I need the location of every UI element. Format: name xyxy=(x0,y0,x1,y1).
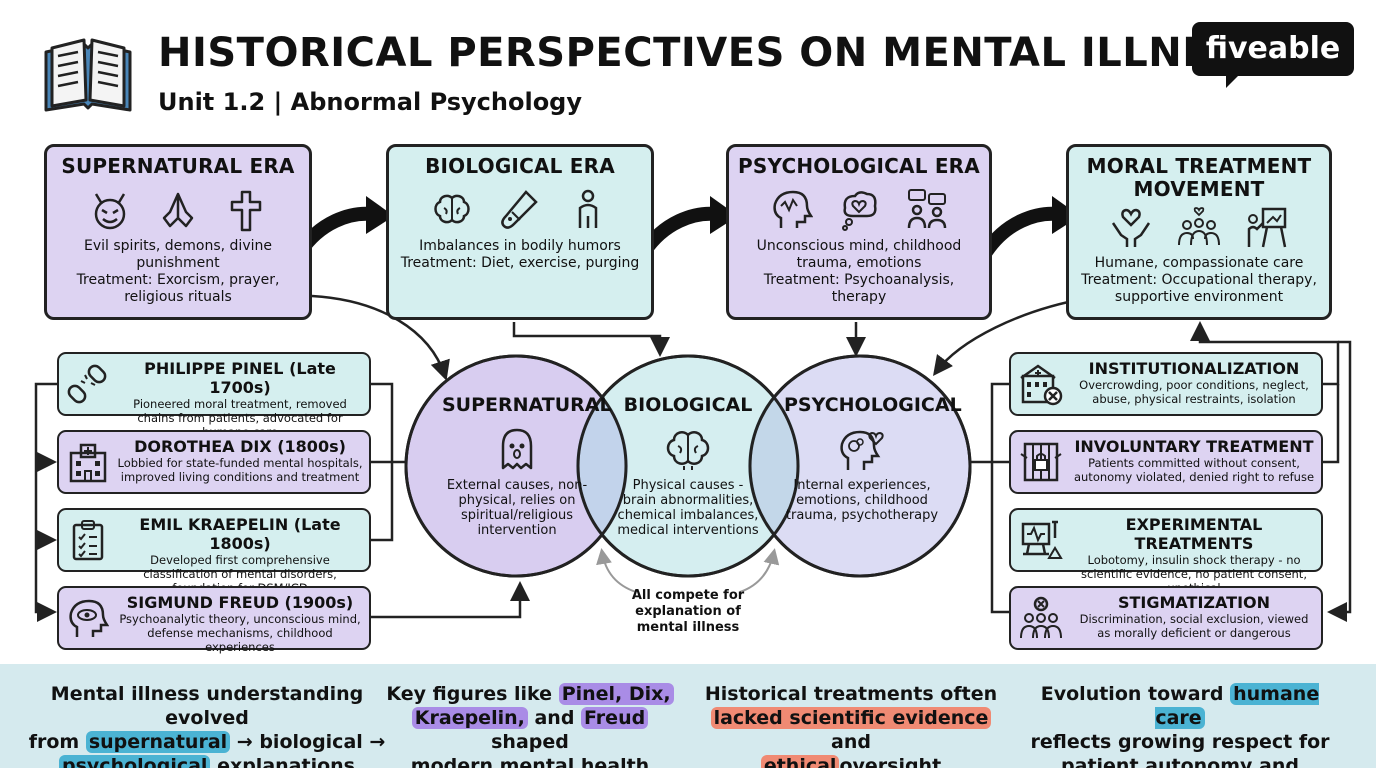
head-mind-icon xyxy=(773,190,813,228)
praying-hands-icon xyxy=(162,192,194,228)
era-supernatural: SUPERNATURAL ERA Evil spirits, demons, d… xyxy=(44,144,312,320)
venn-desc: Physical causes - brain abnormalities, c… xyxy=(617,478,759,538)
figure-name: PHILIPPE PINEL (Late 1700s) xyxy=(144,359,336,397)
venn-psychological: PSYCHOLOGICAL Internal experiences, emot… xyxy=(784,394,962,523)
era-description: Imbalances in bodily humors xyxy=(419,238,621,254)
easel-icon xyxy=(1247,207,1287,248)
highlight-pinel-dix: Pinel, Dix, xyxy=(558,683,674,705)
fiveable-logo[interactable]: fiveable xyxy=(1192,22,1354,76)
venn-biological: BIOLOGICAL Physical causes - brain abnor… xyxy=(614,394,762,538)
logo-tail xyxy=(1226,74,1240,88)
broken-chain-icon xyxy=(67,364,107,404)
venn-title: BIOLOGICAL xyxy=(623,394,753,416)
venn-title: SUPERNATURAL xyxy=(442,394,612,416)
test-tube-icon xyxy=(501,190,538,229)
takeaway-treatments: Historical treatments often lacked scien… xyxy=(696,682,1006,768)
figure-dix: DOROTHEA DIX (1800s) Lobbied for state-f… xyxy=(57,430,371,494)
brain-icon xyxy=(666,431,710,470)
venn-supernatural: SUPERNATURAL External causes, non-physic… xyxy=(442,394,612,538)
hospital-icon xyxy=(69,443,107,483)
era-treatment: Treatment: Diet, exercise, purging xyxy=(400,255,640,271)
head-eye-icon xyxy=(69,599,109,637)
head-heart-icon xyxy=(840,430,884,470)
devil-icon xyxy=(94,193,126,230)
highlight-supernatural: supernatural xyxy=(85,731,231,753)
figure-name: EMIL KRAEPELIN (Late 1800s) xyxy=(139,515,341,553)
era-title: PSYCHOLOGICAL ERA xyxy=(738,154,980,178)
excluded-people-icon xyxy=(1020,596,1062,639)
takeaway-band xyxy=(0,664,1376,768)
issue-title: INSTITUTIONALIZATION xyxy=(1088,359,1300,378)
asylum-icon xyxy=(1020,364,1063,406)
hands-heart-icon xyxy=(1111,208,1151,247)
figure-name: SIGMUND FREUD (1900s) xyxy=(126,593,354,612)
highlight-psychological: psychological xyxy=(59,755,211,768)
issue-involuntary-treatment: INVOLUNTARY TREATMENT Patients committed… xyxy=(1009,430,1323,494)
era-arrow-3 xyxy=(979,206,1065,259)
venn-title: PSYCHOLOGICAL xyxy=(784,394,962,416)
era-title: SUPERNATURAL ERA xyxy=(61,154,295,178)
venn-desc: External causes, non-physical, relies on… xyxy=(446,478,588,538)
thought-heart-icon xyxy=(842,191,877,231)
page-subtitle: Unit 1.2 | Abnormal Psychology xyxy=(158,88,583,116)
takeaway-evolution: Mental illness understanding evolved fro… xyxy=(24,682,390,768)
open-book-icon xyxy=(44,38,132,112)
era-description: Humane, compassionate care xyxy=(1094,255,1304,271)
era-treatment: Treatment: Exorcism, prayer, religious r… xyxy=(76,272,280,305)
figure-desc: Pioneered moral treatment, removed chain… xyxy=(133,397,347,439)
venn-desc: Internal experiences, emotions, childhoo… xyxy=(785,478,939,523)
page-title: HISTORICAL PERSPECTIVES ON MENTAL ILLNES… xyxy=(158,30,1267,76)
era-psychological: PSYCHOLOGICAL ERA Unconscious mind, chil… xyxy=(726,144,992,320)
group-care-icon xyxy=(1178,207,1220,246)
figure-pinel: PHILIPPE PINEL (Late 1700s) Pioneered mo… xyxy=(57,352,371,439)
locked-door-icon xyxy=(1020,442,1062,482)
era-arrow-2 xyxy=(637,206,723,259)
figure-desc: Psychoanalytic theory, unconscious mind,… xyxy=(119,612,361,654)
person-icon xyxy=(578,189,598,228)
era-title-line2: MOVEMENT xyxy=(1133,177,1265,201)
figure-name: DOROTHEA DIX (1800s) xyxy=(134,437,346,456)
highlight-scientific-evidence: lacked scientific evidence xyxy=(710,707,992,729)
era-description: Evil spirits, demons, divine punishment xyxy=(84,238,272,271)
takeaway-key-figures: Key figures like Pinel, Dix, Kraepelin, … xyxy=(380,682,680,768)
issue-desc: Lobotomy, insulin shock therapy - no sci… xyxy=(1081,553,1307,595)
highlight-kraepelin: Kraepelin, xyxy=(411,707,528,729)
compete-note: All compete for explanation of mental il… xyxy=(631,588,745,635)
era-title: BIOLOGICAL ERA xyxy=(425,154,615,178)
clipboard-icon xyxy=(72,520,104,561)
era-treatment: Treatment: Occupational therapy, support… xyxy=(1081,272,1317,305)
era-biological: BIOLOGICAL ERA Imbalances in bodily humo… xyxy=(386,144,654,320)
issue-desc: Overcrowding, poor conditions, neglect, … xyxy=(1079,378,1309,406)
figure-freud: SIGMUND FREUD (1900s) Psychoanalytic the… xyxy=(57,586,371,654)
issue-title: EXPERIMENTAL TREATMENTS xyxy=(1125,515,1263,553)
highlight-freud: Freud xyxy=(581,707,649,729)
highlight-ethical: ethical xyxy=(760,755,840,768)
medical-monitor-icon xyxy=(1021,520,1063,559)
issue-title: INVOLUNTARY TREATMENT xyxy=(1074,437,1314,456)
takeaway-humane-care: Evolution toward humane care reflects gr… xyxy=(1030,683,1330,768)
cross-icon xyxy=(230,190,262,232)
issue-experimental-treatments: EXPERIMENTAL TREATMENTS Lobotomy, insuli… xyxy=(1009,508,1323,595)
brain-icon xyxy=(434,194,470,224)
issue-desc: Patients committed without consent, auto… xyxy=(1073,456,1315,484)
issue-desc: Discrimination, social exclusion, viewed… xyxy=(1079,612,1309,640)
era-moral-treatment: MORAL TREATMENT MOVEMENT Humane, compass… xyxy=(1066,144,1332,320)
figure-desc: Lobbied for state-funded mental hospital… xyxy=(117,456,363,484)
therapy-people-icon xyxy=(907,189,947,229)
issue-institutionalization: INSTITUTIONALIZATION Overcrowding, poor … xyxy=(1009,352,1323,416)
era-description: Unconscious mind, childhood trauma, emot… xyxy=(756,238,962,271)
era-treatment: Treatment: Psychoanalysis, therapy xyxy=(763,272,955,305)
ghost-icon xyxy=(501,428,533,470)
era-title-line1: MORAL TREATMENT xyxy=(1086,154,1312,178)
figure-kraepelin: EMIL KRAEPELIN (Late 1800s) Developed fi… xyxy=(57,508,371,595)
issue-title: STIGMATIZATION xyxy=(1117,593,1271,612)
issue-stigmatization: STIGMATIZATION Discrimination, social ex… xyxy=(1009,586,1323,650)
